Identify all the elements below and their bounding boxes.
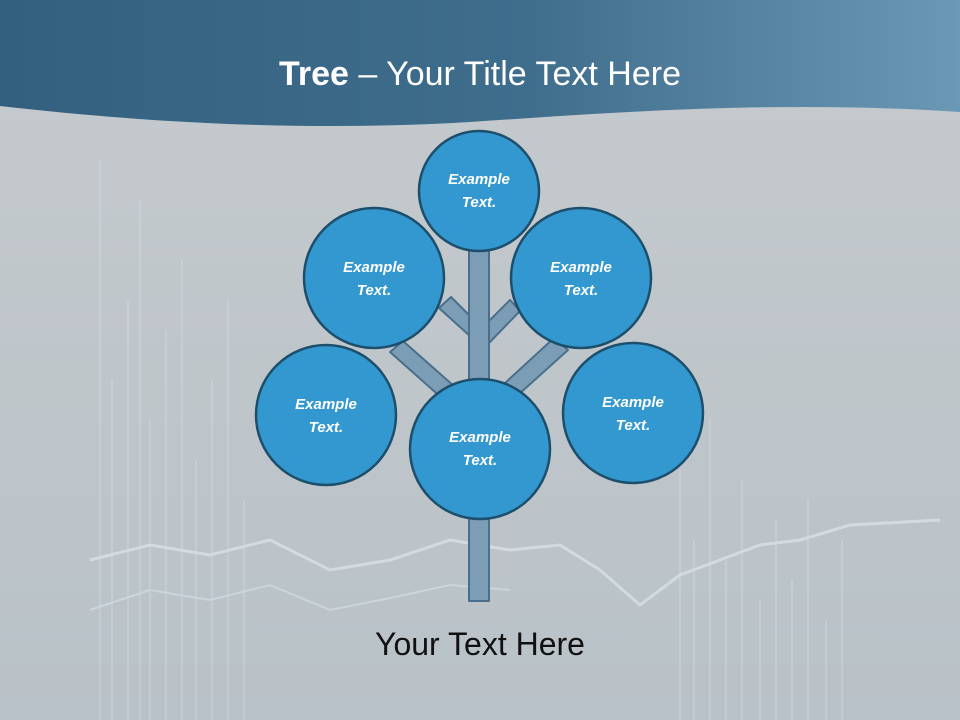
node-center-line1: Example (449, 429, 511, 446)
title-rest: Your Title Text Here (386, 55, 681, 93)
node-lower-left-line2: Text. (308, 419, 344, 436)
node-lower-right-line2: Text. (615, 417, 651, 434)
node-lower-right-label: Example Text. (578, 391, 688, 437)
node-center-label: Example Text. (425, 426, 535, 472)
node-lower-right (561, 341, 705, 485)
node-center-line2: Text. (462, 452, 498, 469)
node-upper-right (509, 206, 653, 350)
node-upper-right-line1: Example (550, 259, 612, 276)
node-upper-left-label: Example Text. (319, 256, 429, 302)
node-upper-right-label: Example Text. (526, 256, 636, 302)
slide-title: Tree – Your Title Text Here (0, 54, 960, 94)
tree-nodes (254, 129, 705, 521)
node-top-label: Example Text. (424, 168, 534, 214)
node-upper-right-line2: Text. (563, 282, 599, 299)
node-lower-right-line1: Example (602, 394, 664, 411)
node-upper-left (302, 206, 446, 350)
node-top-line1: Example (448, 171, 510, 188)
node-lower-left-line1: Example (295, 396, 357, 413)
node-lower-left-label: Example Text. (271, 393, 381, 439)
header-wave (0, 0, 960, 127)
node-top-line2: Text. (461, 194, 497, 211)
node-upper-left-line1: Example (343, 259, 405, 276)
title-dash: – (348, 55, 387, 93)
node-center (408, 377, 552, 521)
background-chart-texture (89, 160, 941, 720)
title-bold: Tree (279, 55, 349, 93)
node-lower-left (254, 343, 398, 487)
node-top (417, 129, 541, 253)
node-upper-left-line2: Text. (356, 282, 392, 299)
caption-text: Your Text Here (375, 626, 585, 662)
